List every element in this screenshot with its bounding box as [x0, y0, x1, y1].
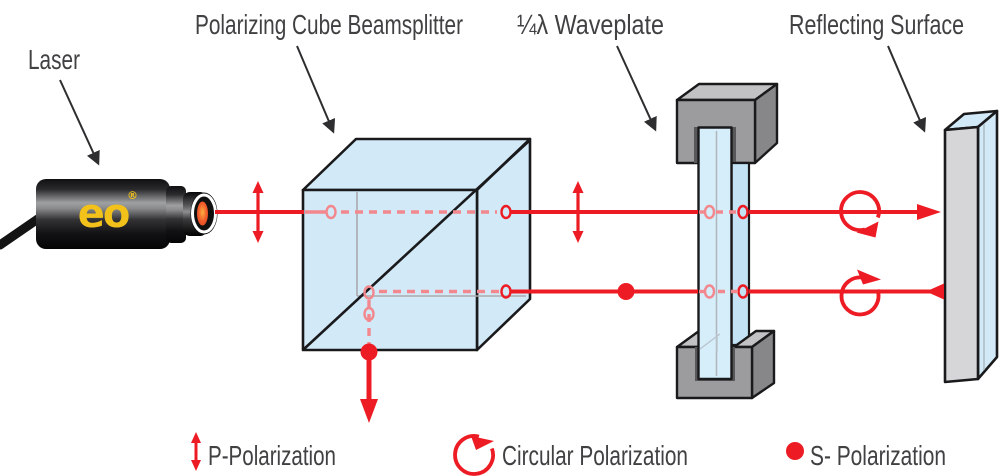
beam-node-circle [363, 285, 375, 300]
beam-node-circle [703, 204, 716, 220]
beam-node-circle [500, 204, 512, 220]
mirror-glass-face [976, 109, 999, 381]
laser-logo-registered-mark: ® [127, 189, 138, 202]
laser-logo: eo [78, 191, 129, 237]
waveplate-assembly [675, 82, 779, 400]
s-polarization-icon [786, 442, 804, 460]
beam-paths [215, 181, 944, 423]
circular-polarization-legend-label: Circular Polarization [502, 440, 688, 471]
beam-node-circle [737, 204, 749, 220]
laser-step-ring [166, 186, 186, 243]
cube-back-edges [356, 192, 526, 297]
beam-arrowhead-right [917, 204, 941, 220]
s-polarization-legend-label: S- Polarization [810, 440, 946, 471]
laser-aperture [197, 201, 208, 226]
laser-label: Laser [28, 44, 80, 75]
polarization-symbols [252, 181, 881, 317]
circular-polarization-symbol-return [839, 269, 881, 317]
beamsplitter-leader-arrow [296, 45, 336, 134]
reflecting-surface-leader-arrow [887, 45, 927, 133]
beam-node-circle [737, 284, 749, 299]
waveplate-side-face [730, 161, 751, 347]
labels: Laser Polarizing Cube Beamsplitter ¼λ Wa… [28, 9, 964, 166]
beam-arrowhead-down [360, 399, 378, 423]
p-polarization-marker-2 [572, 181, 584, 243]
s-polarization-dot-on-beam [617, 283, 635, 300]
beam-node-circle [500, 284, 512, 299]
beam-arrowhead-left [926, 283, 944, 300]
beamsplitter-label: Polarizing Cube Beamsplitter [195, 9, 463, 40]
mirror-front-face [943, 125, 980, 384]
beam-node-circle [363, 306, 375, 322]
circular-polarization-icon [453, 434, 495, 476]
reflecting-surface-label: Reflecting Surface [789, 9, 964, 40]
circular-polarization-symbol-outgoing [839, 190, 881, 238]
laser-device: eo ® [0, 179, 218, 250]
laser-leader-arrow [59, 79, 100, 166]
s-polarization-dot-at-cube-exit [360, 343, 378, 361]
p-polarization-icon [191, 432, 201, 471]
return-beam [360, 283, 944, 423]
beam-node-circle [325, 204, 337, 220]
legend: P-Polarization Circular Polarization S- … [191, 432, 946, 476]
outgoing-beam [215, 204, 941, 220]
waveplate-slot-inner-edges [699, 333, 721, 352]
waveplate-label: ¼λ Waveplate [517, 9, 664, 40]
beamsplitter-cube [301, 137, 532, 352]
p-polarization-marker-1 [252, 181, 264, 243]
cube-beamsplitter-diagonal [303, 140, 530, 350]
reflecting-surface [943, 109, 999, 384]
waveplate-front-face [697, 126, 733, 381]
waveplate-leader-arrow [616, 45, 657, 132]
p-polarization-legend-label: P-Polarization [208, 440, 336, 471]
laser-body [36, 179, 170, 249]
